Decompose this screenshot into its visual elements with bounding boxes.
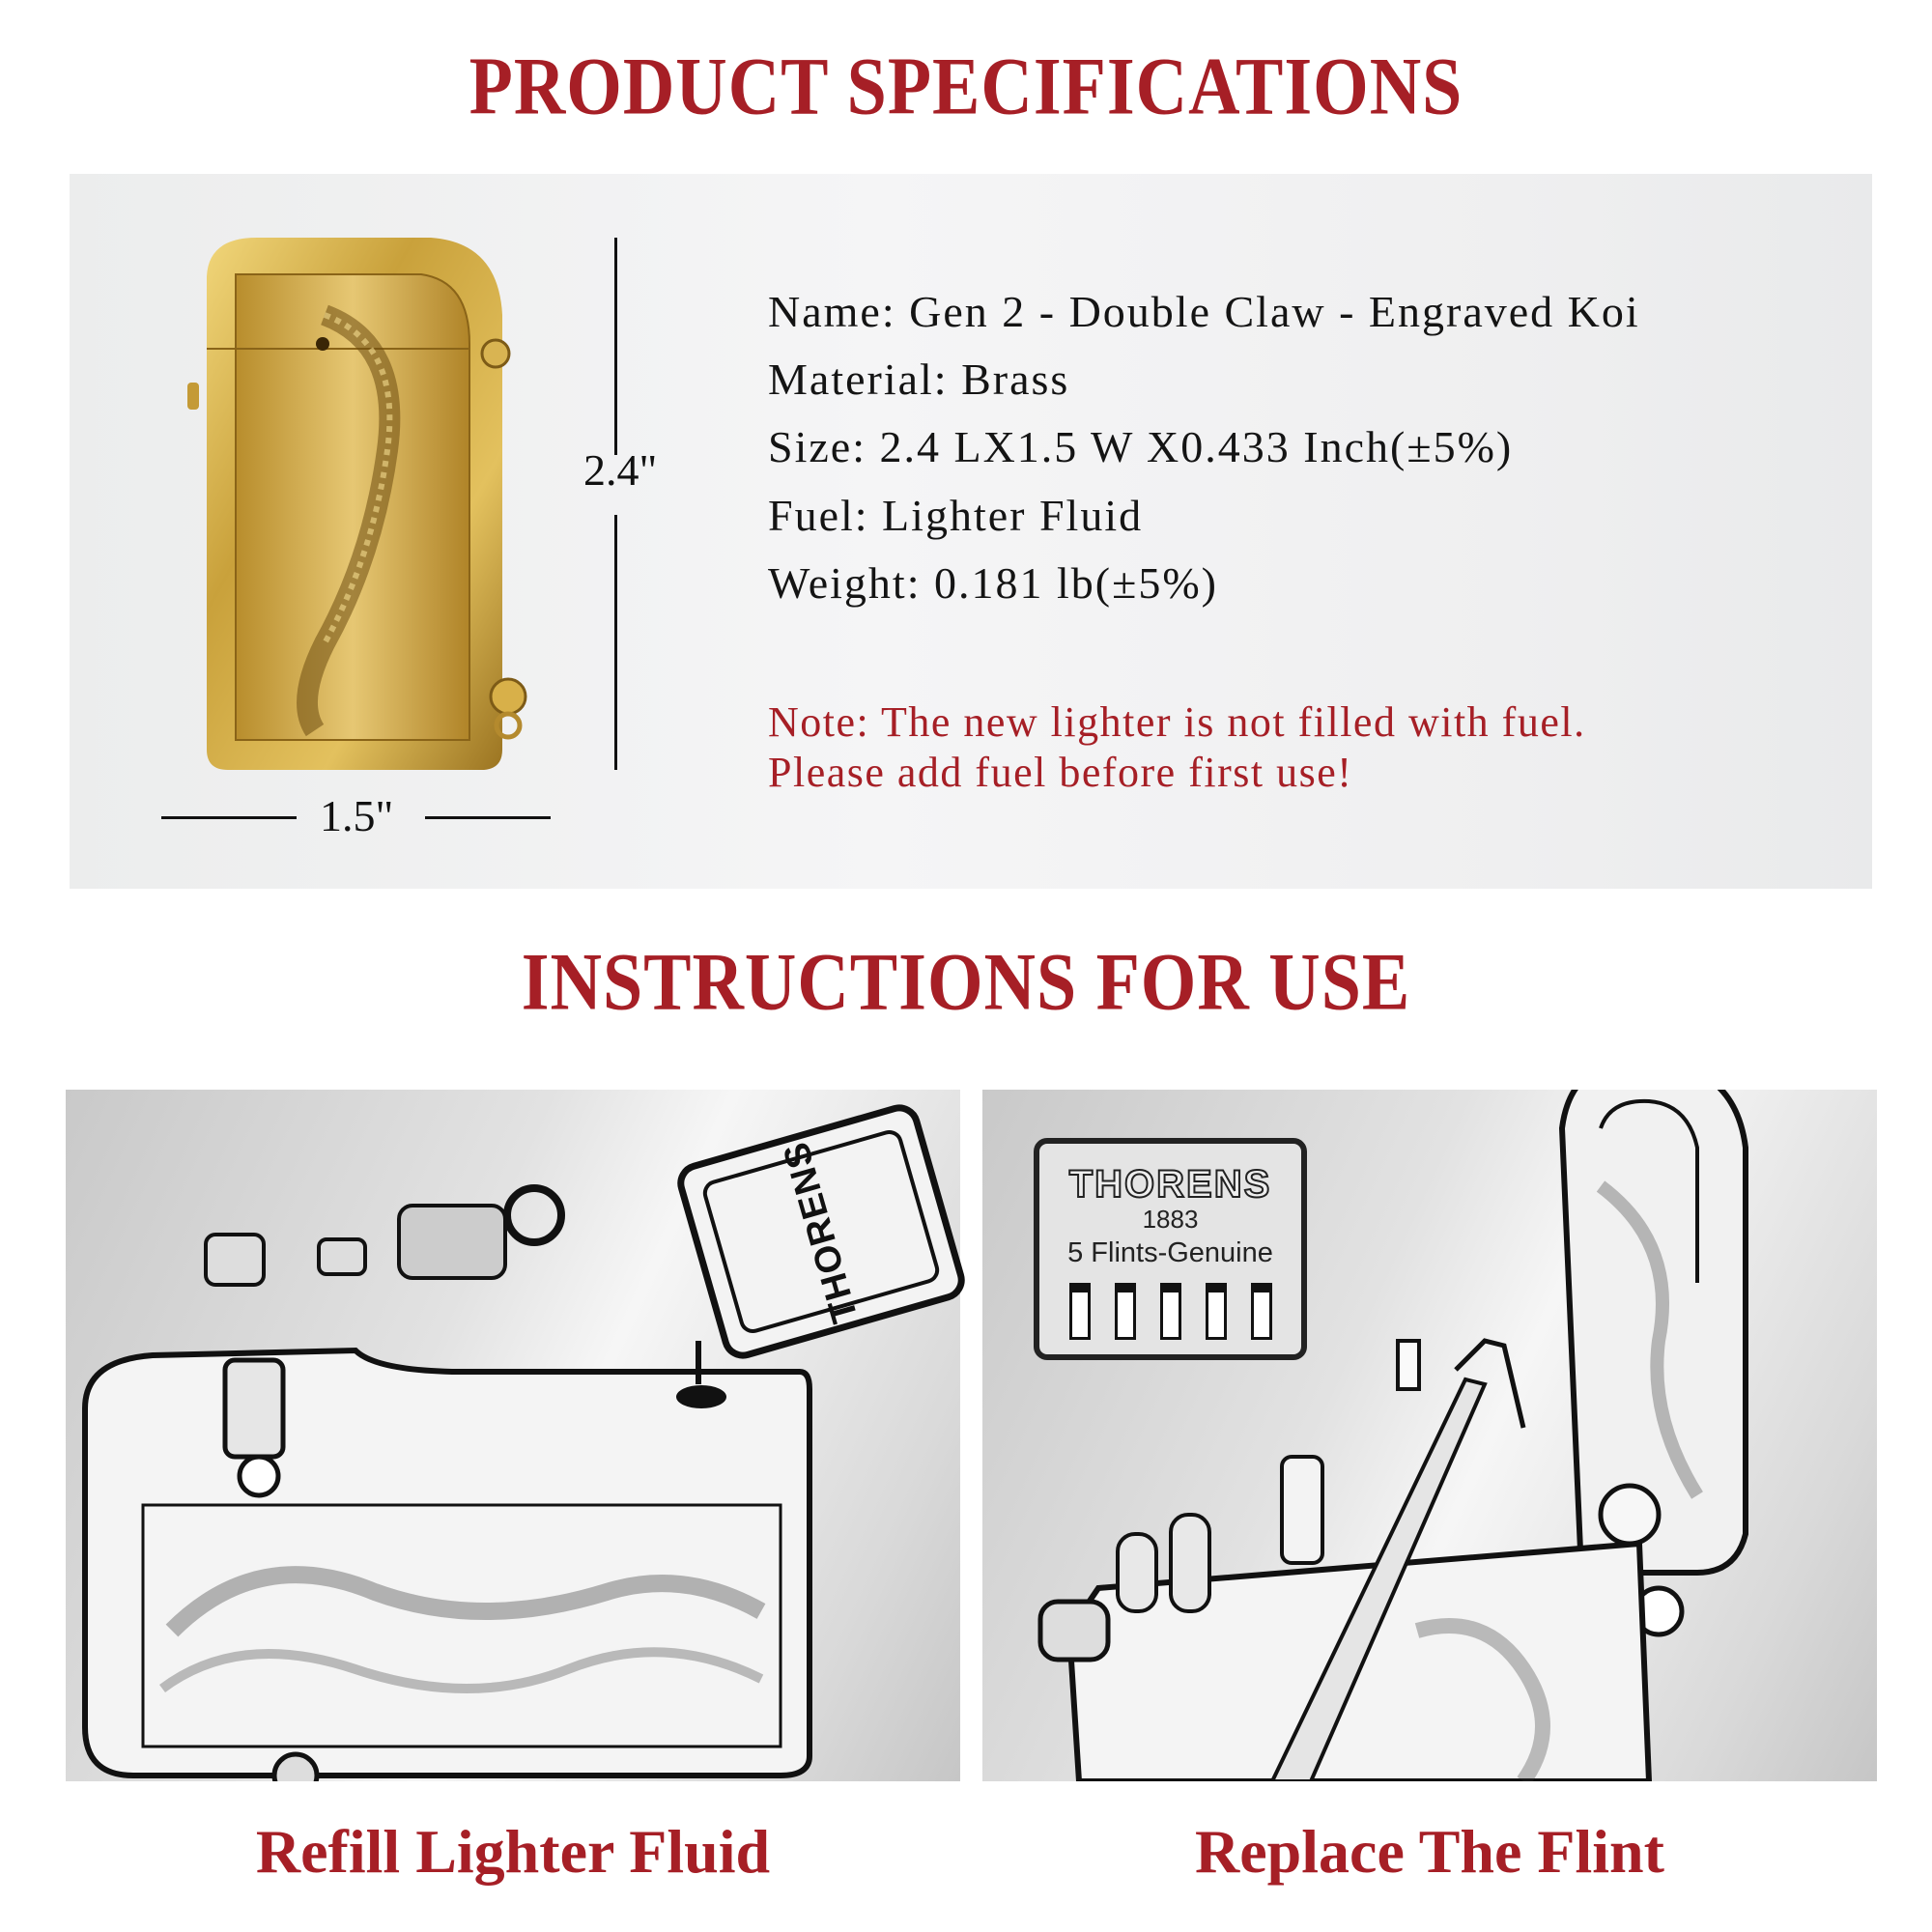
flint-caption: Replace The Flint [1195,1817,1664,1886]
flint-slot [1159,1283,1181,1340]
width-dimension-line-right [425,816,551,819]
flint-pack: THORENS 1883 5 Flints-Genuine [1034,1138,1307,1360]
spec-weight: Weight: 0.181 lb(±5%) [768,558,1218,608]
spec-fuel: Fuel: Lighter Fluid [768,491,1144,540]
flint-pack-year: 1883 [1142,1205,1199,1234]
flint-pack-brand: THORENS [1068,1162,1272,1207]
flint-slot [1250,1283,1272,1340]
instructions-title: INSTRUCTIONS FOR USE [521,936,1411,1029]
flint-slot [1205,1283,1227,1340]
specs-title: PRODUCT SPECIFICATIONS [469,41,1463,133]
refill-illustration-panel [66,1090,960,1781]
flint-illustration-panel [982,1090,1877,1781]
fuel-can-brand: THORENS [775,1136,867,1327]
refill-lighter-drawing [82,1184,812,1781]
spec-size: Size: 2.4 LX1.5 W X0.433 Inch(±5%) [768,422,1514,471]
width-dimension-label: 1.5" [320,791,394,840]
note-line-1: Note: The new lighter is not filled with… [768,698,1586,746]
flint-slots [1039,1269,1301,1340]
height-dimension-line-top [614,238,617,455]
height-dimension-label: 2.4" [583,445,658,495]
fuel-can-label: THORENS [699,1126,943,1337]
flint-slot [1114,1283,1136,1340]
width-dimension-line-left [161,816,297,819]
spec-name: Name: Gen 2 - Double Claw - Engraved Koi [768,287,1640,336]
refill-caption: Refill Lighter Fluid [255,1817,771,1886]
flint-slot [1068,1283,1091,1340]
spec-material: Material: Brass [768,355,1070,404]
brass-lighter-image [187,238,527,770]
height-dimension-line-bottom [614,515,617,770]
note-line-2: Please add fuel before first use! [768,749,1353,796]
flint-replacement-drawing [1037,1090,1748,1781]
flint-pack-label: 5 Flints-Genuine [1067,1237,1273,1268]
